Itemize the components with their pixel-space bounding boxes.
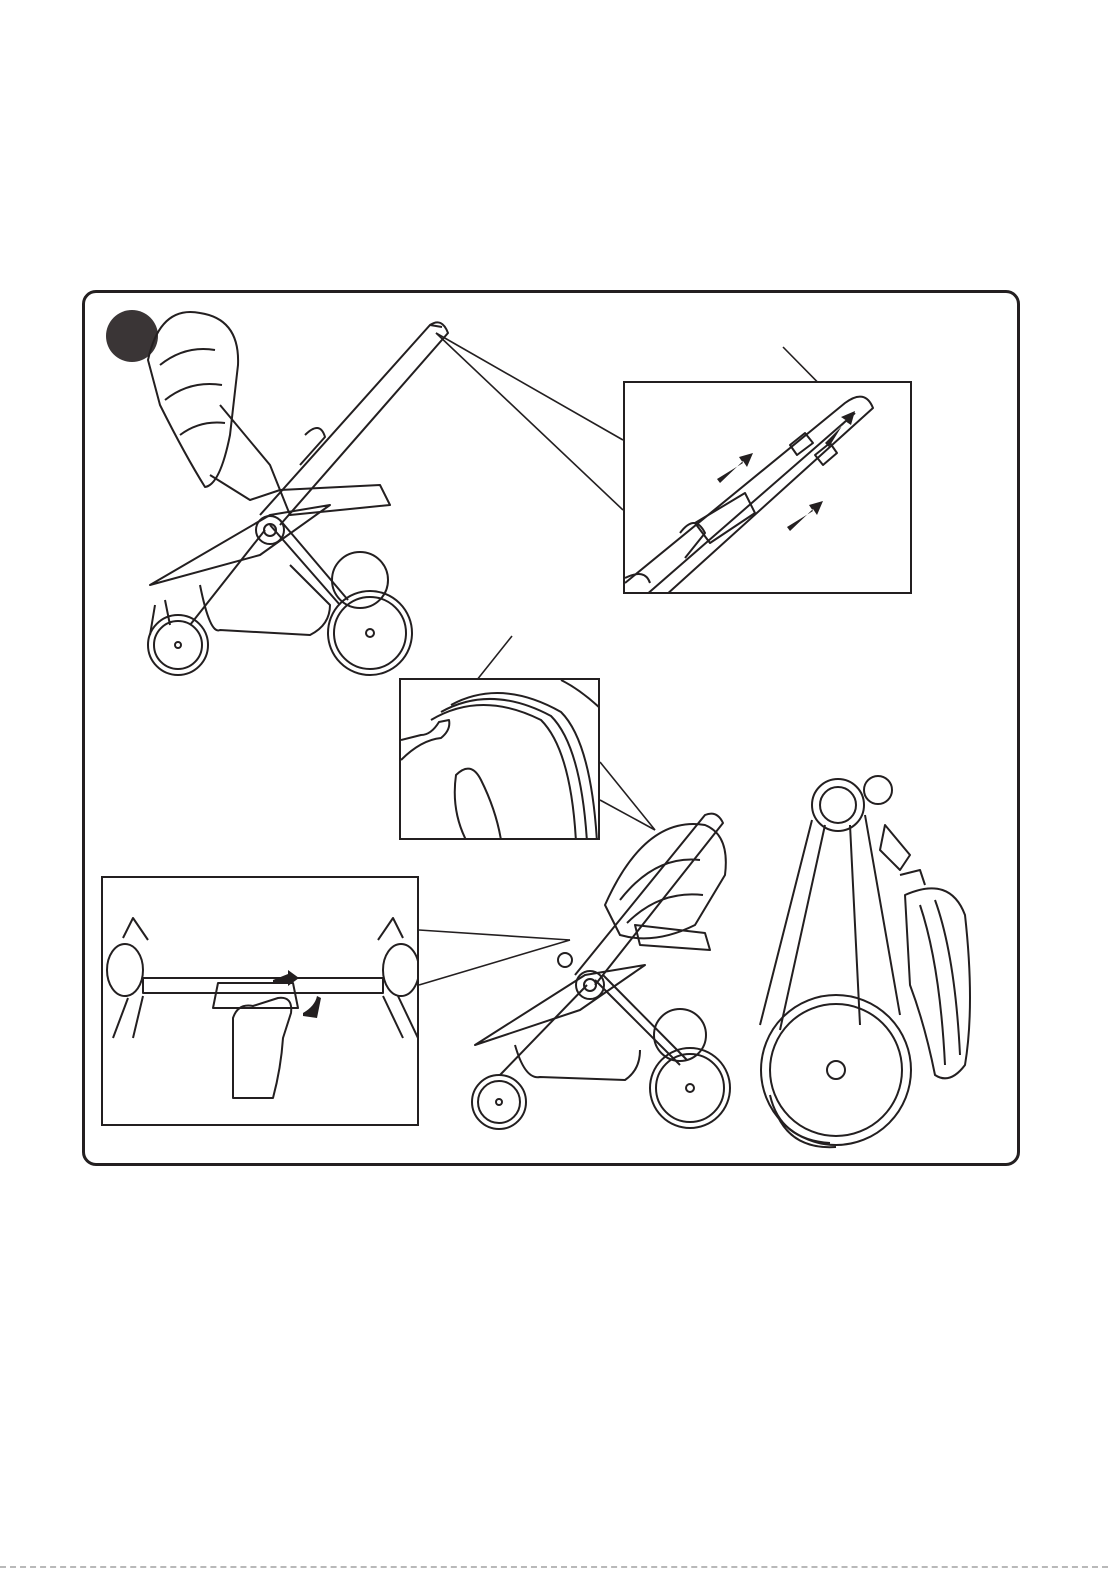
bar-detail-inset xyxy=(101,876,419,1126)
stroller-open-illustration xyxy=(130,305,460,685)
bar-detail-illustration xyxy=(103,878,419,1126)
handle-detail-illustration xyxy=(625,383,912,594)
handle-detail-inset xyxy=(623,381,912,594)
stroller-folding-illustration xyxy=(455,805,740,1130)
stroller-folded-illustration xyxy=(750,765,980,1150)
page-bottom-rule xyxy=(0,1566,1108,1568)
